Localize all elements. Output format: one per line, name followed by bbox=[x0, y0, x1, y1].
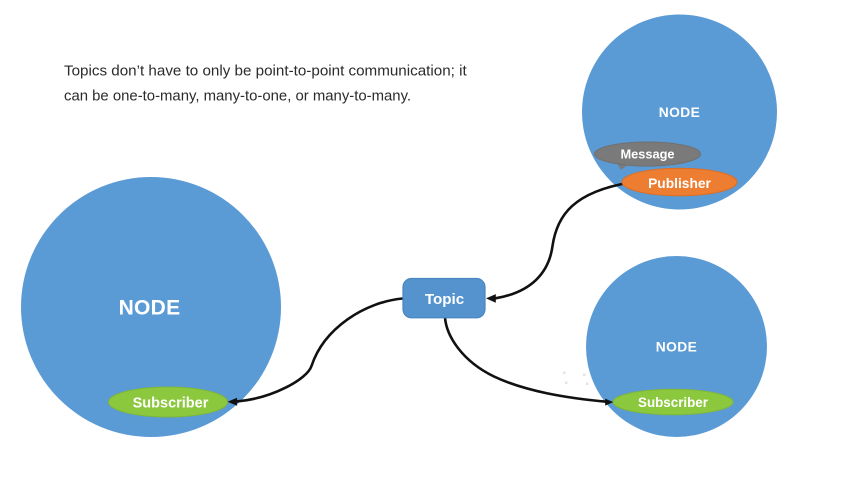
svg-text:NODE: NODE bbox=[659, 105, 700, 120]
svg-text:can be one-to-many, many-to-on: can be one-to-many, many-to-one, or many… bbox=[64, 89, 411, 105]
svg-text:Message: Message bbox=[620, 147, 674, 162]
svg-text:Publisher: Publisher bbox=[648, 176, 711, 191]
svg-text:Subscriber: Subscriber bbox=[638, 395, 709, 410]
svg-text:Topics don’t have to only be p: Topics don’t have to only be point-to-po… bbox=[64, 63, 467, 80]
svg-text:Topic: Topic bbox=[425, 291, 464, 308]
svg-text:NODE: NODE bbox=[119, 297, 181, 320]
svg-text:Subscriber: Subscriber bbox=[133, 396, 209, 412]
svg-text:NODE: NODE bbox=[656, 340, 697, 355]
